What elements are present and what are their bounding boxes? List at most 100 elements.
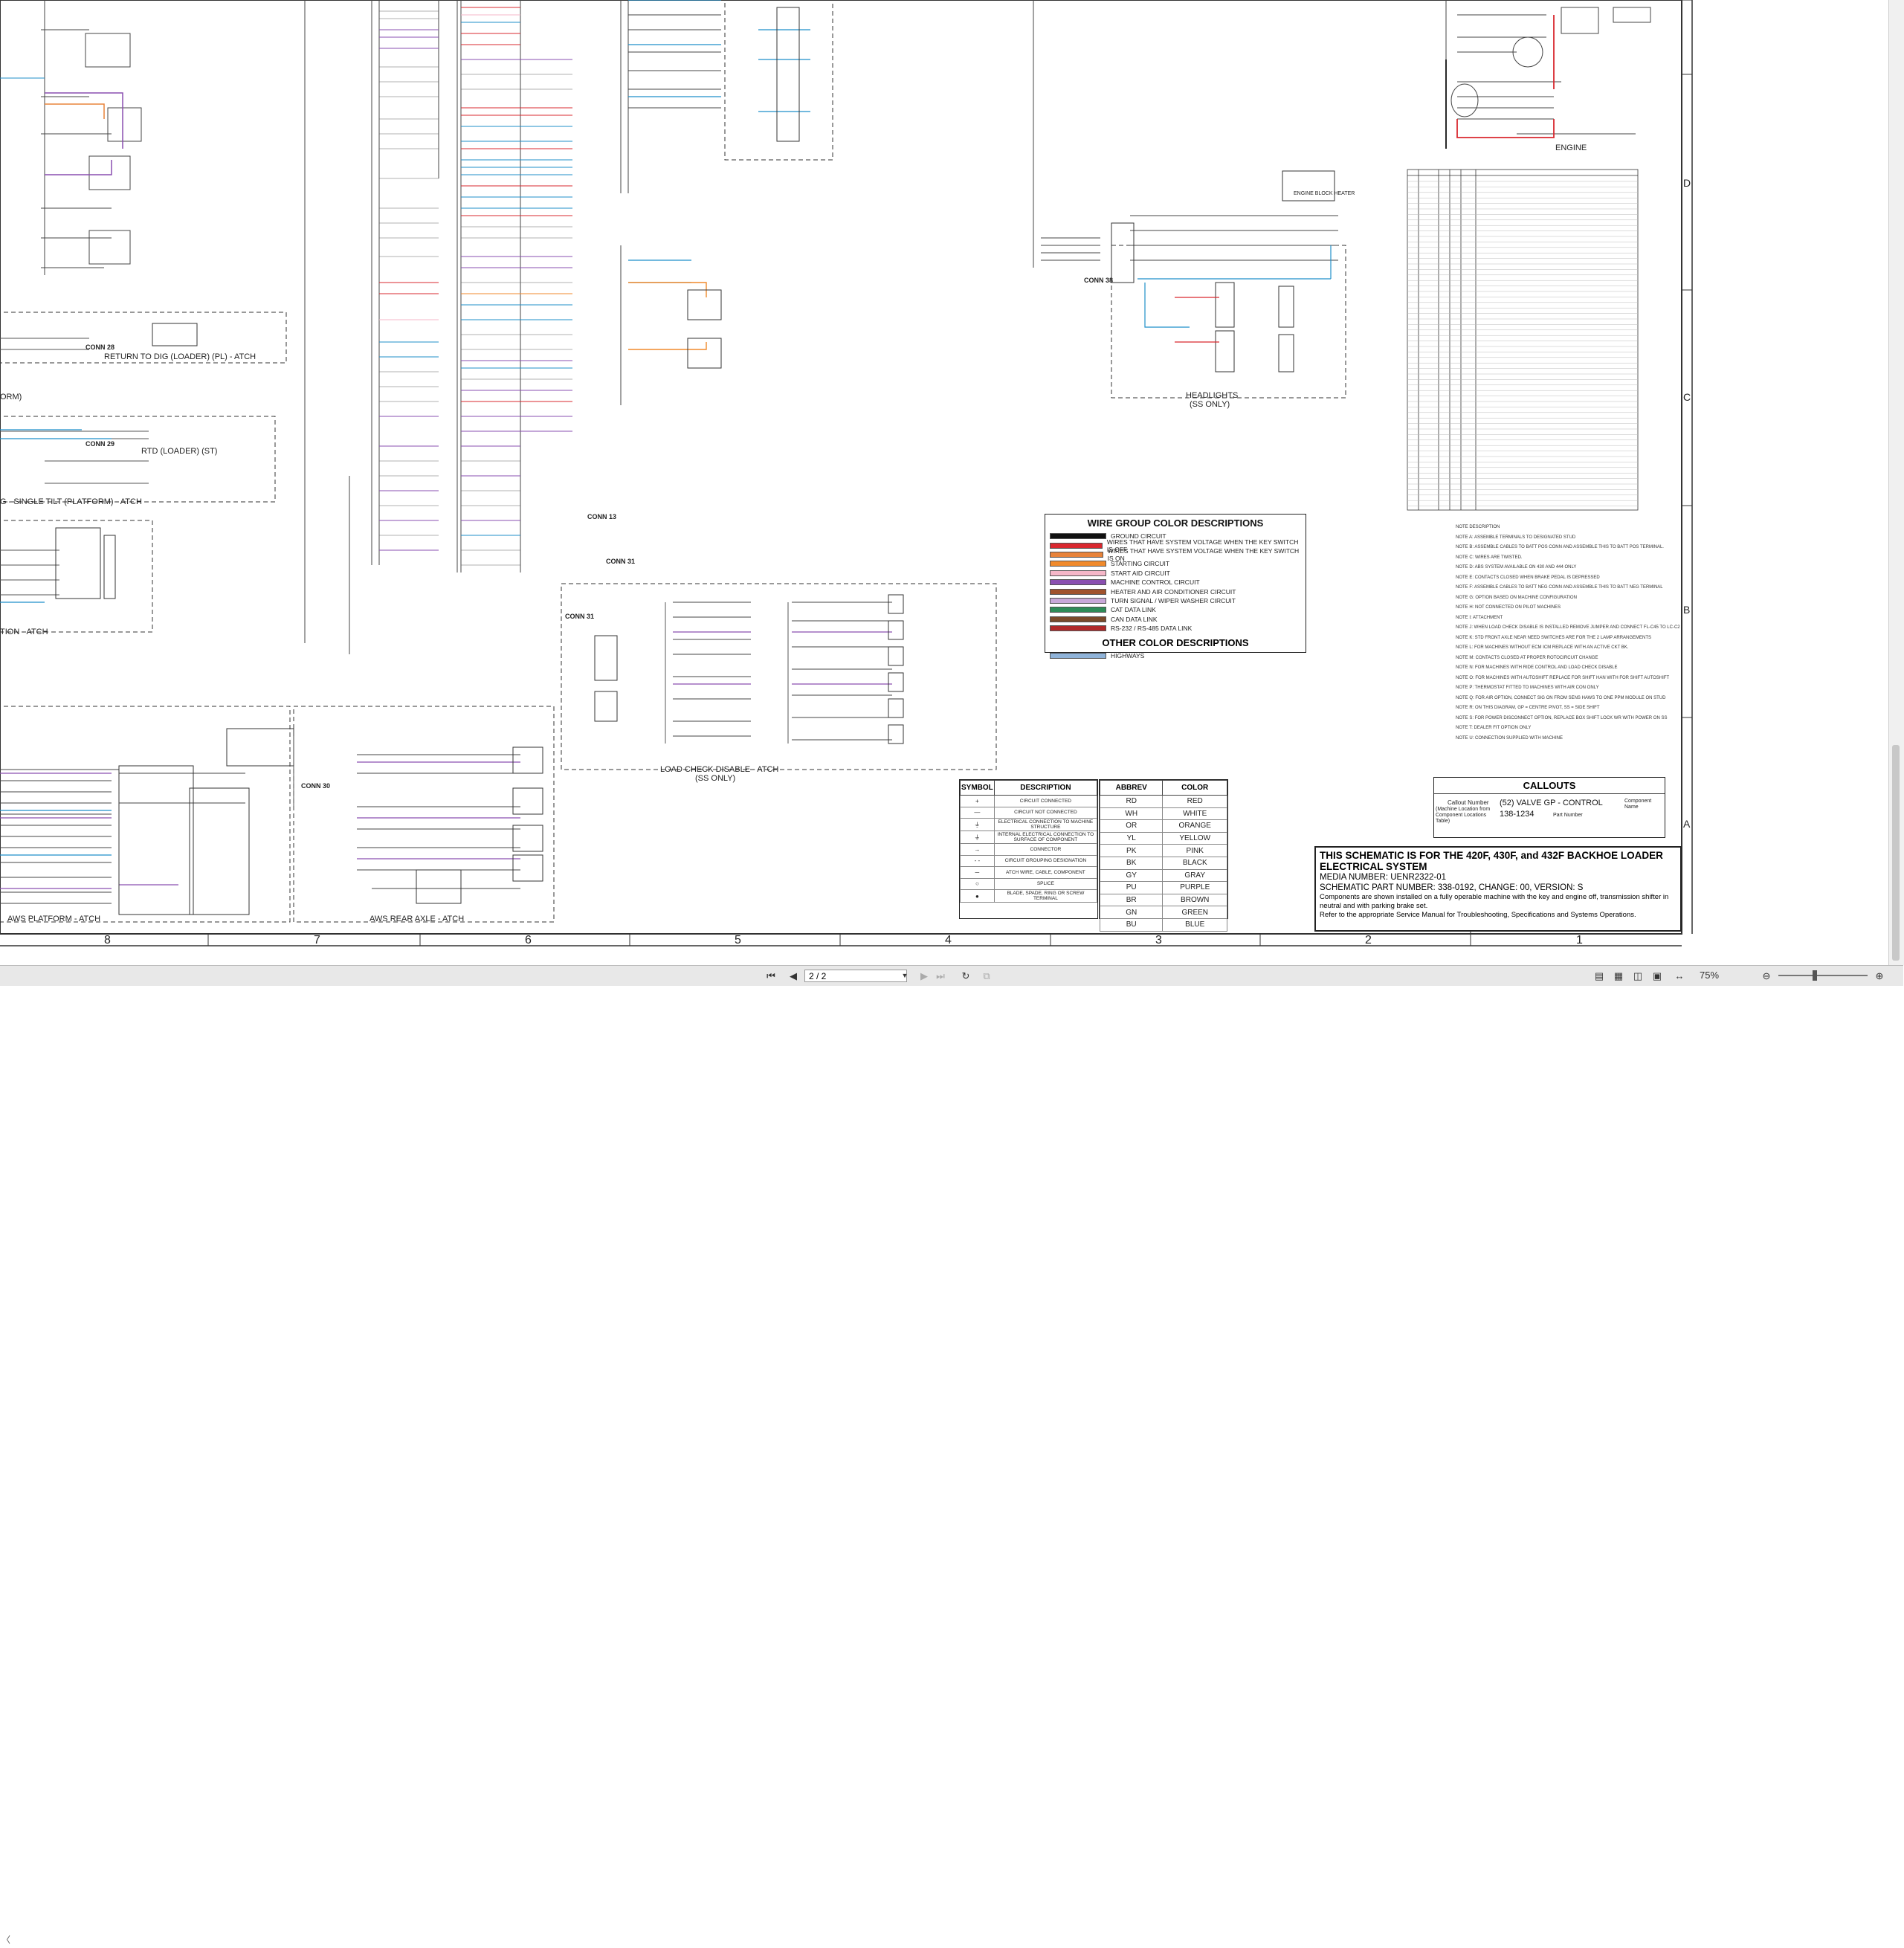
note-item: NOTE T: DEALER FIT OPTION ONLY bbox=[1456, 726, 1532, 730]
zone-row-label: D bbox=[1683, 177, 1691, 189]
zone-column-label: 3 bbox=[1155, 934, 1162, 946]
abbrev-cell: YL bbox=[1099, 831, 1164, 845]
scroll-left-icon[interactable]: 〈 bbox=[1, 1935, 11, 1945]
abbrev-header: ABBREV bbox=[1099, 780, 1164, 796]
vertical-scroll-thumb[interactable] bbox=[1892, 745, 1900, 961]
next-page-icon[interactable]: ▶ bbox=[920, 970, 928, 981]
color-name-cell: BLUE bbox=[1162, 917, 1227, 932]
zoom-level: 75% bbox=[1700, 970, 1720, 981]
callouts-title: CALLOUTS bbox=[1434, 780, 1665, 794]
wire-color-legend: WIRE GROUP COLOR DESCRIPTIONS GROUND CIR… bbox=[1045, 514, 1306, 659]
wire-legend-label: HEATER AND AIR CONDITIONER CIRCUIT bbox=[1111, 587, 1236, 596]
symbol-row: +CIRCUIT CONNECTED bbox=[960, 795, 1098, 807]
symbol-cell: ○ bbox=[960, 877, 995, 890]
color-name-cell: BROWN bbox=[1162, 893, 1227, 907]
rotate-icon[interactable]: ↻ bbox=[961, 970, 970, 981]
symbol-cell: - - bbox=[960, 854, 995, 867]
zoom-in-icon[interactable]: ⊕ bbox=[1875, 970, 1884, 981]
last-page-icon[interactable]: ⏭ bbox=[936, 970, 945, 981]
zoom-out-icon[interactable]: ⊖ bbox=[1762, 970, 1771, 981]
wire-legend-row: CAT DATA LINK bbox=[1045, 605, 1306, 614]
callout-example-part: 138-1234 bbox=[1500, 810, 1535, 819]
symbol-cell: ● bbox=[960, 889, 995, 903]
single-page-view-icon[interactable]: ▤ bbox=[1594, 970, 1604, 981]
schematic-viewport[interactable]: RETURN TO DIG (LOADER) (PL) - ATCH RTD (… bbox=[0, 0, 1888, 965]
note-item: NOTE H: NOT CONNECTED ON PILOT MACHINES bbox=[1456, 605, 1561, 610]
zone-column-label: 8 bbox=[104, 934, 111, 946]
connector-label: CONN 38 bbox=[1084, 277, 1113, 284]
note-item: NOTE K: STD FRONT AXLE NEAR NEED SWITCHE… bbox=[1456, 635, 1652, 640]
continuous-view-icon[interactable]: ▦ bbox=[1613, 970, 1624, 981]
note-item: NOTE F: ASSEMBLE CABLES TO BATT NEG CONN… bbox=[1456, 585, 1663, 590]
first-page-icon[interactable]: ⏮ bbox=[767, 970, 775, 981]
zone-row-label: B bbox=[1683, 604, 1691, 616]
notes-header: NOTE DESCRIPTION bbox=[1456, 525, 1500, 529]
wire-color-swatch bbox=[1050, 588, 1106, 595]
symbol-cell: ⏚ bbox=[960, 831, 995, 844]
note-item: NOTE D: ABS SYSTEM AVAILABLE ON 430 AND … bbox=[1456, 565, 1577, 570]
note-item: NOTE G: OPTION BASED ON MACHINE CONFIGUR… bbox=[1456, 595, 1577, 600]
part-number-label: Part Number bbox=[1553, 813, 1583, 818]
section-single-tilt-platform: G - SINGLE TILT (PLATFORM) - ATCH bbox=[0, 497, 142, 506]
zoom-slider[interactable] bbox=[1778, 975, 1868, 976]
symbol-description-cell: INTERNAL ELECTRICAL CONNECTION TO SURFAC… bbox=[993, 831, 1098, 844]
color-name-cell: PURPLE bbox=[1162, 881, 1227, 894]
symbol-description-cell: ELECTRICAL CONNECTION TO MACHINE STRUCTU… bbox=[993, 818, 1098, 831]
note-item: NOTE P: THERMOSTAT FITTED TO MACHINES WI… bbox=[1456, 686, 1599, 690]
note-item: NOTE A: ASSEMBLE TERMINALS TO DESIGNATED… bbox=[1456, 535, 1576, 540]
abbrev-cell: BK bbox=[1099, 856, 1164, 870]
section-headlights: HEADLIGHTS bbox=[1186, 391, 1238, 400]
prev-page-icon[interactable]: ◀ bbox=[790, 970, 797, 981]
note-item: NOTE N: FOR MACHINES WITH RIDE CONTROL A… bbox=[1456, 665, 1618, 670]
export-icon[interactable]: ⧉ bbox=[983, 970, 990, 981]
zoom-slider-thumb[interactable] bbox=[1813, 970, 1817, 981]
color-name-cell: GREEN bbox=[1162, 906, 1227, 919]
symbol-row: ○SPLICE bbox=[960, 877, 1098, 890]
wire-color-swatch bbox=[1050, 533, 1106, 540]
color-name-cell: WHITE bbox=[1162, 807, 1227, 821]
wire-color-swatch bbox=[1050, 607, 1106, 613]
symbol-cell: + bbox=[960, 795, 995, 807]
symbol-row: →CONNECTOR bbox=[960, 843, 1098, 856]
section-headlights-ss: (SS ONLY) bbox=[1190, 400, 1230, 409]
title-block: THIS SCHEMATIC IS FOR THE 420F, 430F, an… bbox=[1314, 846, 1682, 932]
color-name-cell: YELLOW bbox=[1162, 831, 1227, 845]
other-color-swatch bbox=[1050, 653, 1106, 659]
two-page-view-icon[interactable]: ◫ bbox=[1633, 970, 1643, 981]
note-item: NOTE U: CONNECTION SUPPLIED WITH MACHINE bbox=[1456, 735, 1563, 741]
zone-column-label: 4 bbox=[945, 934, 952, 946]
wire-color-swatch bbox=[1050, 616, 1106, 622]
section-load-check-disable: LOAD CHECK DISABLE - ATCH bbox=[660, 765, 778, 774]
note-item: NOTE C: WIRES ARE TWISTED. bbox=[1456, 555, 1523, 560]
page-number-input[interactable]: 2 / 2 bbox=[804, 970, 907, 982]
vertical-scrollbar[interactable] bbox=[1888, 0, 1904, 965]
wire-legend-row: TURN SIGNAL / WIPER WASHER CIRCUIT bbox=[1045, 596, 1306, 605]
page-dropdown-icon[interactable]: ▼ bbox=[901, 972, 909, 979]
fit-width-icon[interactable]: ↔ bbox=[1674, 970, 1685, 981]
section-engine-block-heater: ENGINE BLOCK HEATER bbox=[1294, 191, 1355, 196]
fit-page-icon[interactable]: ▣ bbox=[1652, 970, 1662, 981]
other-legend-row: HIGHWAYS bbox=[1045, 651, 1306, 660]
notes-list: NOTE DESCRIPTION NOTE A: ASSEMBLE TERMIN… bbox=[1456, 523, 1680, 744]
connector-label: CONN 29 bbox=[85, 440, 114, 448]
symbol-cell: — bbox=[960, 806, 995, 819]
wire-legend-row: WIRES THAT HAVE SYSTEM VOLTAGE WHEN THE … bbox=[1045, 538, 1306, 553]
symbol-cell: ⏚ bbox=[960, 818, 995, 831]
wire-legend-label: STARTING CIRCUIT bbox=[1111, 560, 1170, 568]
note-item: NOTE L: FOR MACHINES WITHOUT ECM ICM REP… bbox=[1456, 645, 1629, 650]
symbol-row: ●BLADE, SPADE, RING OR SCREW TERMINAL bbox=[960, 889, 1098, 903]
symbol-row: —CIRCUIT NOT CONNECTED bbox=[960, 806, 1098, 819]
wire-color-swatch bbox=[1050, 561, 1106, 567]
color-name-cell: PINK bbox=[1162, 844, 1227, 857]
symbol-row: ⏚ELECTRICAL CONNECTION TO MACHINE STRUCT… bbox=[960, 818, 1098, 831]
abbrev-cell: PK bbox=[1099, 844, 1164, 857]
zone-row-label: A bbox=[1683, 818, 1691, 830]
